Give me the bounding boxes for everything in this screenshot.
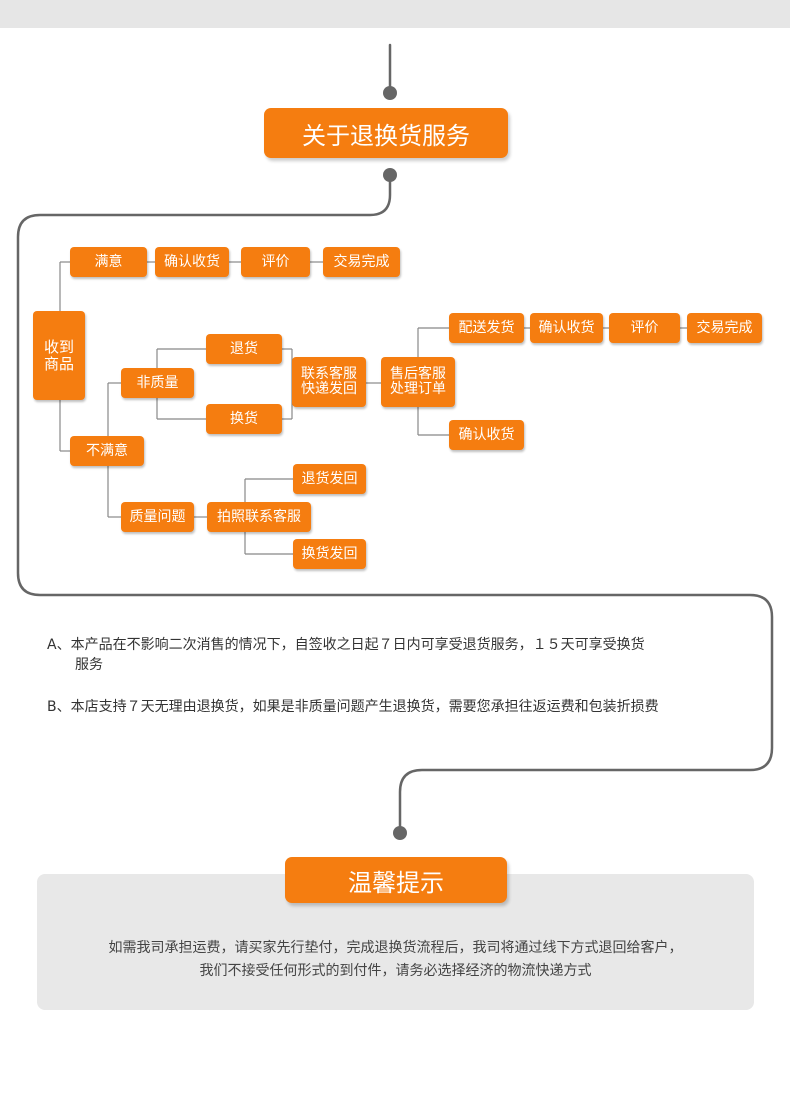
quality-issue-box: 质量问题 (121, 502, 194, 532)
unsatisfied-box: 不满意 (70, 436, 144, 466)
note-a-line2: 服务 (75, 657, 103, 673)
frame-dots (383, 86, 407, 840)
tips-line-1: 如需我司承担运费，请买家先行垫付，完成退换货流程后，我司将通过线下方式退回给客户… (108, 940, 683, 956)
confirm-receipt-box-1: 确认收货 (155, 247, 229, 277)
exchange-box: 换货 (206, 404, 282, 434)
return-send-box: 退货发回 (293, 464, 366, 494)
review-box-1: 评价 (241, 247, 310, 277)
top-band (0, 0, 790, 28)
confirm-receipt-box-2: 确认收货 (530, 313, 603, 343)
return-service-title: 关于退换货服务 (264, 108, 508, 158)
deal-done-box-2: 交易完成 (687, 313, 762, 343)
satisfied-box: 满意 (70, 247, 147, 277)
return-box: 退货 (206, 334, 282, 364)
note-b: B、本店支持７天无理由退换货，如果是非质量问题产生退换货，需要您承担往返运费和包… (47, 699, 659, 715)
review-box-2: 评价 (609, 313, 680, 343)
note-a-line1: A、本产品在不影响二次消售的情况下，自签收之日起７日内可享受退货服务，１５天可享… (47, 637, 645, 653)
aftersale-box: 售后客服 处理订单 (381, 357, 455, 407)
non-quality-box: 非质量 (121, 368, 194, 398)
frame-dot-upper (383, 168, 397, 182)
tips-line-2: 我们不接受任何形式的到付件，请务必选择经济的物流快递方式 (199, 963, 592, 979)
photo-contact-box: 拍照联系客服 (207, 502, 311, 532)
frame-dot-top (383, 86, 397, 100)
exchange-send-box: 换货发回 (293, 539, 366, 569)
warm-tips-title: 温馨提示 (285, 857, 507, 903)
ship-box: 配送发货 (449, 313, 524, 343)
deal-done-box-1: 交易完成 (323, 247, 400, 277)
received-goods-box: 收到 商品 (33, 311, 85, 400)
outer-frame-path (16, 43, 774, 835)
confirm-receipt-box-3: 确认收货 (449, 420, 524, 450)
frame-dot-lower (393, 826, 407, 840)
contact-express-box: 联系客服 快递发回 (292, 357, 366, 407)
